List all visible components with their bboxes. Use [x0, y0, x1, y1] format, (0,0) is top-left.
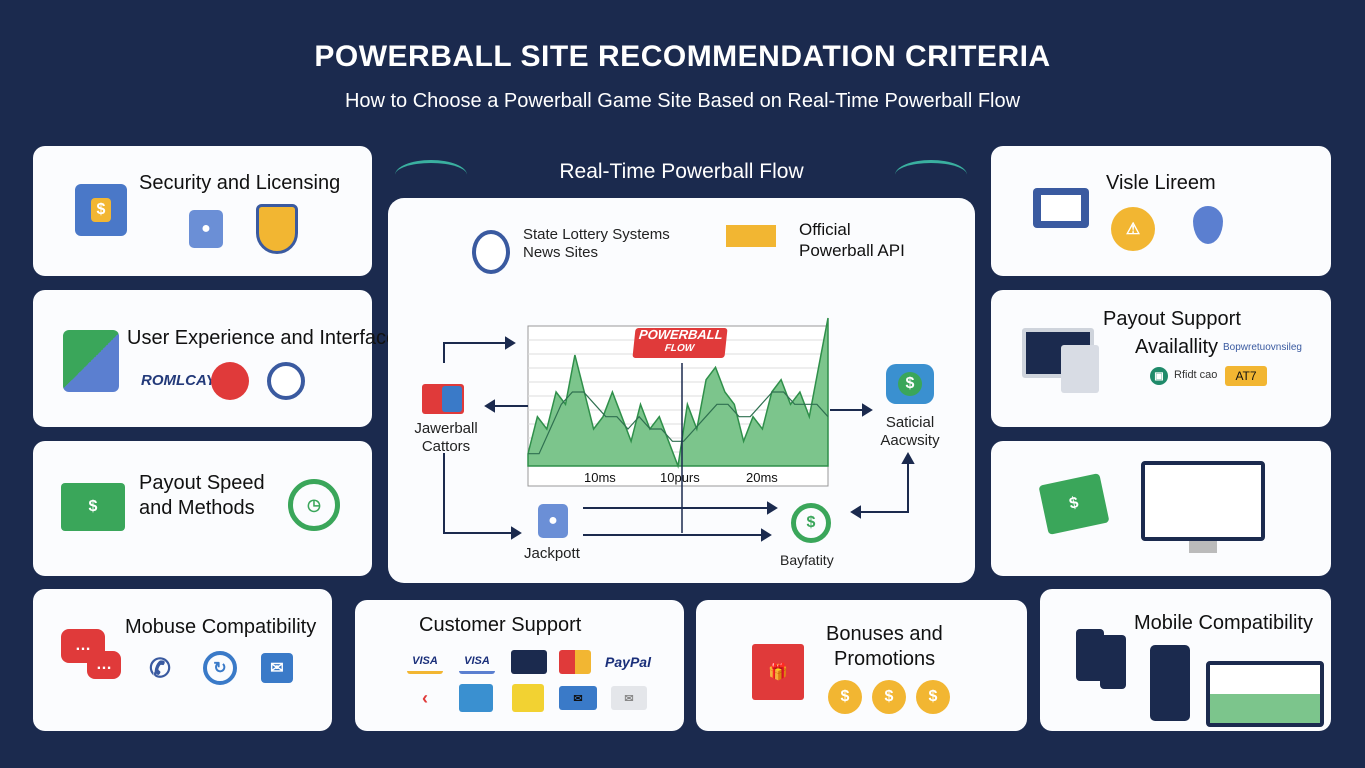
card-customer-support: Customer Support VISA VISA PayPal ‹ ✉ ✉ — [355, 600, 684, 731]
lock-icon: ● — [538, 504, 568, 538]
card-title: Mobile Compatibility — [1134, 612, 1313, 634]
refresh-icon: ↻ — [203, 651, 237, 685]
emblem-blue-icon — [267, 362, 305, 400]
card-title: Mobuse Compatibility — [125, 616, 317, 638]
jackpot-label: Jackpott — [524, 545, 580, 562]
x-tick: 20ms — [746, 470, 778, 485]
yellow-logo — [512, 684, 544, 712]
card-payout-speed: $ Payout Speed and Methods ◷ — [33, 441, 372, 576]
source1-line2: News Sites — [523, 244, 599, 261]
card-mobile-compatibility: Mobile Compatibility — [1040, 589, 1331, 731]
envelope-icon: ✉ — [611, 686, 647, 710]
chat-bubbles-icon: … — [61, 629, 105, 663]
flow-trend-line — [528, 391, 829, 455]
money-icon: $ — [1038, 473, 1110, 535]
arrow-to-jackpot — [443, 453, 513, 534]
card-security-licensing: $ Security and Licensing ● — [33, 146, 372, 276]
coin-icon: $ — [872, 680, 906, 714]
phone-icon — [1076, 629, 1104, 681]
monitor-icon — [1022, 328, 1094, 378]
state-seal-icon — [472, 230, 510, 274]
badge: AT7 — [1225, 366, 1267, 386]
card-title: Visle Lireem — [1106, 172, 1216, 194]
card-title-line2: Availallity — [1135, 336, 1218, 358]
decor-wave-left — [395, 160, 467, 190]
location-pin-icon — [1193, 206, 1223, 244]
visa-logo: VISA — [407, 650, 443, 674]
chevron-logo: ‹ — [422, 687, 428, 708]
arrow-right-to-bay — [858, 463, 909, 513]
source2-line2: Powerball API — [799, 241, 905, 260]
tickets-icon — [422, 384, 464, 414]
badge-icon: ⚠ — [1111, 207, 1155, 251]
x-tick: 10ms — [584, 470, 616, 485]
card-user-experience: User Experience and Interface ROMLCAY — [33, 290, 397, 427]
x-tick: 10purs — [660, 470, 700, 485]
mastercard-logo — [559, 650, 591, 674]
page-title: POWERBALL SITE RECOMMENDATION CRITERIA — [314, 40, 1051, 73]
badge-line1: POWERBALL — [638, 327, 724, 342]
api-ribbon-icon — [726, 225, 776, 247]
phone-icon: ✆ — [149, 652, 171, 683]
card-title-line1: Payout Support — [1103, 308, 1241, 330]
shield-document-icon: $ — [75, 184, 127, 236]
card-logo — [511, 650, 547, 674]
card-title-line1: Bonuses and — [826, 623, 943, 645]
card-title: Customer Support — [419, 614, 582, 636]
page-subtitle: How to Choose a Powerball Game Site Base… — [344, 90, 1021, 112]
card-money-dashboard: $ — [991, 441, 1331, 576]
card-payout-support: Payout Support Availallity Bopwretuovnsi… — [991, 290, 1331, 427]
arrows-icon — [63, 330, 119, 392]
chat-icon: ▣ — [1150, 367, 1168, 385]
card-title-line2: Promotions — [834, 648, 936, 670]
coin-icon: $ — [828, 680, 862, 714]
card-title: Security and Licensing — [139, 172, 341, 194]
right-node-line2: Aacwsity — [880, 432, 940, 449]
chat-bubble-icon: … — [87, 651, 121, 679]
visa-logo: VISA — [459, 650, 495, 674]
card-mobuse-compatibility: … … Mobuse Compatibility ✆ ↻ ✉ — [33, 589, 332, 731]
flow-title: Real-Time Powerball Flow — [559, 160, 804, 183]
gift-icon: 🎁 — [752, 644, 804, 700]
monitor-stand — [1189, 541, 1217, 553]
card-title-line2: and Methods — [139, 497, 255, 519]
shield-icon — [256, 204, 298, 254]
arrow-to-chart — [443, 342, 506, 363]
card-visle-lireem: Visle Lireem ⚠ — [991, 146, 1331, 276]
laptop-icon — [1033, 188, 1089, 228]
decor-wave-right — [895, 160, 967, 190]
badge-logo — [459, 684, 493, 712]
logo-romlcay: ROMLCAY — [141, 372, 216, 389]
lock-icon: ● — [189, 210, 223, 248]
small-label: Bopwretuovnsileg — [1223, 342, 1302, 353]
card-title-line1: Payout Speed — [139, 472, 265, 494]
mail-icon: ✉ — [559, 686, 597, 710]
chip-label: Rfidt cao — [1174, 369, 1218, 381]
flow-panel: State Lottery Systems News Sites Officia… — [388, 198, 975, 583]
source1-line1: State Lottery Systems — [523, 226, 670, 243]
coin-icon: $ — [916, 680, 950, 714]
laptop-chart-icon — [1206, 661, 1324, 727]
database-coin-icon: $ — [886, 364, 934, 404]
bottom-right-label: Bayfatity — [780, 552, 834, 568]
mail-icon: ✉ — [261, 653, 293, 683]
money-stack-icon: $ — [61, 483, 125, 531]
phone-icon — [1100, 635, 1126, 689]
stopwatch-icon: ◷ — [288, 479, 340, 531]
right-node-line1: Saticial — [885, 414, 935, 431]
dollar-cycle-icon: $ — [791, 503, 831, 543]
left-node-line1: Jawerball — [414, 420, 478, 437]
emblem-red-icon — [211, 362, 249, 400]
tablet-icon — [1061, 345, 1099, 393]
card-title: User Experience and Interface — [127, 327, 398, 349]
monitor-dashboard-icon — [1141, 461, 1265, 541]
paypal-logo: PayPal — [605, 654, 651, 670]
tablet-icon — [1150, 645, 1190, 721]
card-bonuses: 🎁 Bonuses and Promotions $ $ $ — [696, 600, 1027, 731]
badge-line2: FLOW — [664, 343, 695, 354]
source2-line1: Official — [799, 220, 851, 239]
left-node-line2: Cattors — [421, 438, 471, 455]
